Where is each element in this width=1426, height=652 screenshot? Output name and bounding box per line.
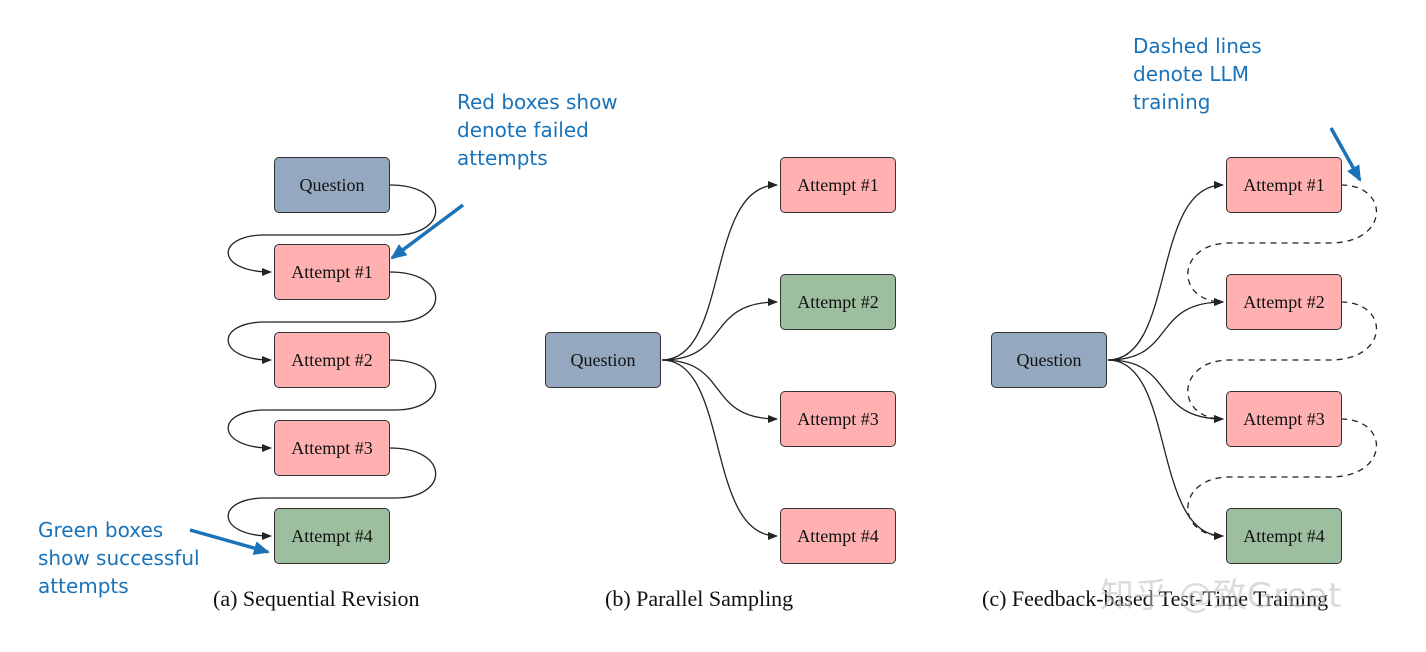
attempt-3-box-b: Attempt #3 — [780, 391, 896, 447]
question-box-b: Question — [545, 332, 661, 388]
note-red-boxes: Red boxes show denote failed attempts — [457, 88, 618, 172]
attempt-1-box-c: Attempt #1 — [1226, 157, 1342, 213]
attempt-4-box-a: Attempt #4 — [274, 508, 390, 564]
attempt-3-box-a: Attempt #3 — [274, 420, 390, 476]
attempt-3-box-c: Attempt #3 — [1226, 391, 1342, 447]
note-dashed-line-1: Dashed lines — [1133, 34, 1262, 58]
caption-feedback-ttt: (c) Feedback-based Test-Time Training — [982, 586, 1329, 611]
caption-sequential-revision: (a) Sequential Revision — [213, 586, 420, 611]
note-green-boxes: Green boxes show successful attempts — [38, 516, 200, 600]
training-dashed-lines — [1187, 184, 1378, 540]
note-green-line-1: Green boxes — [38, 518, 164, 542]
sequential-connectors — [227, 184, 437, 540]
parallel-connectors — [661, 181, 778, 540]
attempt-4-box-b: Attempt #4 — [780, 508, 896, 564]
note-red-line-3: attempts — [457, 146, 548, 170]
note-dashed-line-2: denote LLM — [1133, 62, 1249, 86]
question-box-a: Question — [274, 157, 390, 213]
note-dashed-line-3: training — [1133, 90, 1211, 114]
green-note-arrow — [189, 528, 270, 555]
annotation-arrows — [189, 127, 1362, 555]
red-note-arrow — [390, 203, 465, 260]
question-box-c: Question — [991, 332, 1107, 388]
note-dashed-lines: Dashed lines denote LLM training — [1133, 32, 1262, 116]
caption-parallel-sampling: (b) Parallel Sampling — [605, 586, 794, 611]
note-green-line-2: show successful — [38, 546, 200, 570]
note-red-line-1: Red boxes show — [457, 90, 618, 114]
attempt-1-box-a: Attempt #1 — [274, 244, 390, 300]
note-red-line-2: denote failed — [457, 118, 589, 142]
attempt-2-box-b: Attempt #2 — [780, 274, 896, 330]
watermark: 知乎 @致Great — [1100, 576, 1342, 616]
attempt-1-box-b: Attempt #1 — [780, 157, 896, 213]
attempt-2-box-c: Attempt #2 — [1226, 274, 1342, 330]
dashed-note-arrow — [1329, 127, 1362, 182]
attempt-4-box-c: Attempt #4 — [1226, 508, 1342, 564]
attempt-2-box-a: Attempt #2 — [274, 332, 390, 388]
feedback-connectors — [1107, 181, 1224, 540]
note-green-line-3: attempts — [38, 574, 129, 598]
